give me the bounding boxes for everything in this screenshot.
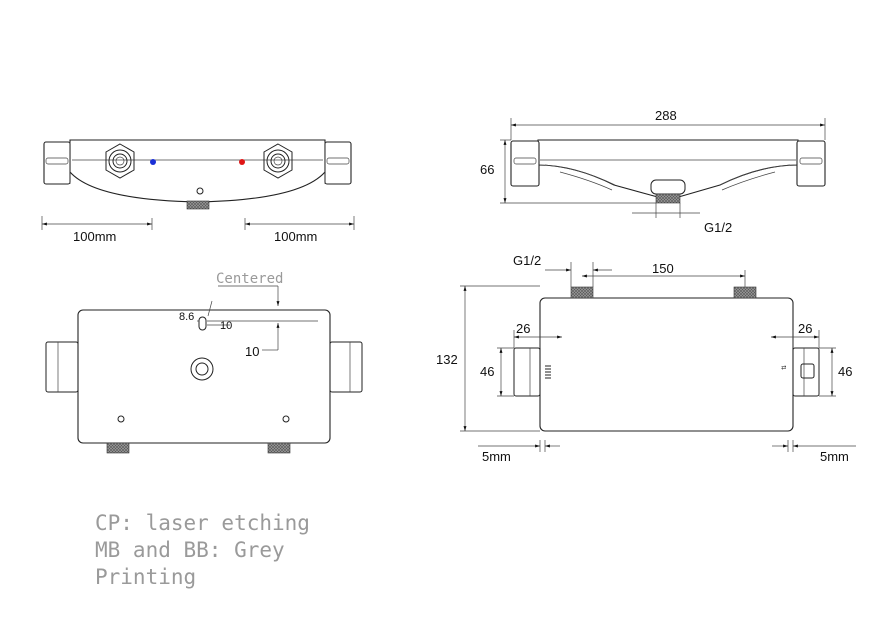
note-line-2: MB and BB: Grey: [95, 538, 285, 562]
side-connector-label: G1/2: [513, 253, 541, 268]
right-gap-label: 5mm: [820, 449, 849, 464]
right-end-cap: [324, 141, 352, 185]
side-view: ⇅ G1/2 150 132 26 26 46 46: [436, 253, 856, 464]
right-height-label: 46: [838, 364, 852, 379]
front-view: 100mm 100mm: [41, 139, 355, 244]
note-line-3: Printing: [95, 565, 196, 589]
back-view: Centered 8.6 10 10: [45, 271, 363, 454]
overall-height-label: 132: [436, 352, 458, 367]
offset-c-label: 10: [245, 344, 259, 359]
arrow-marking: ⇅: [782, 365, 788, 370]
left-depth-label: 26: [516, 321, 530, 336]
back-right-thread: [267, 442, 291, 454]
left-end-cap: [43, 141, 71, 185]
bottom-outlet-thread: [186, 200, 210, 210]
inlet-spacing-label: 150: [652, 261, 674, 276]
cold-marker: [150, 159, 156, 165]
right-depth-label: 26: [798, 321, 812, 336]
top-view-outlet-thread: [655, 193, 681, 204]
note-line-1: CP: laser etching: [95, 511, 310, 535]
notes: CP: laser etching MB and BB: Grey Printi…: [95, 511, 310, 589]
side-right-thread: [733, 286, 757, 299]
offset-b-label: 10: [220, 320, 232, 332]
height-dimension-label: 66: [480, 162, 494, 177]
scale-marks: [545, 365, 551, 379]
right-spacing-label: 100mm: [274, 229, 317, 244]
top-connector-label: G1/2: [704, 220, 732, 235]
hot-marker: [239, 159, 245, 165]
top-view: 288 66 G1/2: [480, 108, 826, 235]
left-gap-label: 5mm: [482, 449, 511, 464]
back-left-thread: [106, 442, 130, 454]
width-dimension-label: 288: [655, 108, 677, 123]
side-left-thread: [570, 286, 594, 299]
offset-a-label: 8.6: [179, 311, 194, 323]
hot-inlet: [263, 143, 293, 179]
cold-inlet: [105, 143, 135, 179]
centered-label: Centered: [216, 271, 283, 287]
left-height-label: 46: [480, 364, 494, 379]
left-spacing-label: 100mm: [73, 229, 116, 244]
